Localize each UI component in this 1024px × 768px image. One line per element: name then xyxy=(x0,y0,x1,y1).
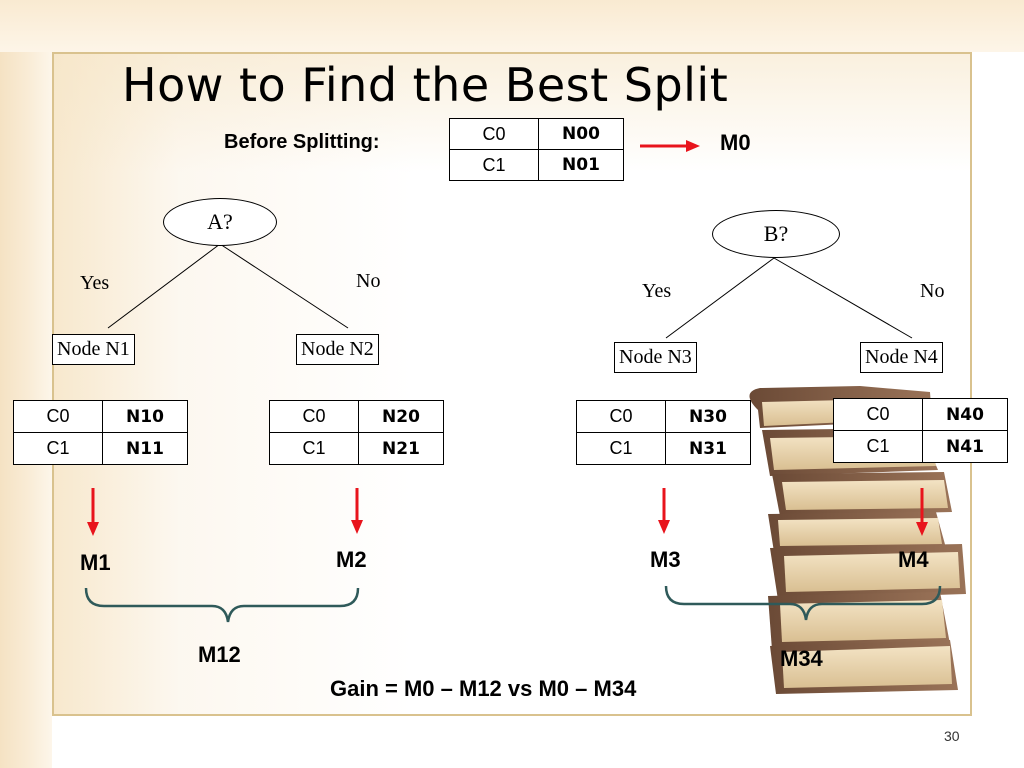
class-cell: C0 xyxy=(833,398,923,431)
split-a-no-label: No xyxy=(356,270,381,292)
edge-a-no xyxy=(219,243,349,329)
before-arrow-head xyxy=(686,140,700,152)
m4-label: M4 xyxy=(898,547,929,572)
table-row: C1 N11 xyxy=(13,432,188,465)
n3-count-table: C0 N30 C1 N31 xyxy=(576,400,751,465)
m1-label: M1 xyxy=(80,550,111,575)
node-n4: Node N4 xyxy=(860,342,943,373)
n1-count-table: C0 N10 C1 N11 xyxy=(13,400,188,465)
count-cell: N01 xyxy=(538,149,624,181)
m34-label: M34 xyxy=(780,646,823,671)
count-cell: N41 xyxy=(922,430,1008,463)
book-3 xyxy=(772,472,952,516)
book-5 xyxy=(770,544,966,600)
class-cell: C1 xyxy=(13,432,103,465)
split-b-yes-label: Yes xyxy=(642,280,672,302)
edge-b-yes xyxy=(665,257,775,339)
split-a-node: A? xyxy=(163,198,277,246)
top-decor-strip xyxy=(0,0,1024,52)
table-row: C0 N40 xyxy=(833,398,1008,431)
brace-m12 xyxy=(84,587,360,623)
table-row: C0 N00 xyxy=(449,118,624,150)
count-cell: N40 xyxy=(922,398,1008,431)
class-cell: C0 xyxy=(269,400,359,433)
count-cell: N11 xyxy=(102,432,188,465)
edge-a-yes xyxy=(107,243,221,329)
table-row: C1 N01 xyxy=(449,149,624,181)
table-row: C1 N31 xyxy=(576,432,751,465)
parent-count-table: C0 N00 C1 N01 xyxy=(449,118,624,181)
table-row: C1 N41 xyxy=(833,430,1008,463)
class-cell: C1 xyxy=(576,432,666,465)
class-cell: C0 xyxy=(576,400,666,433)
count-cell: N20 xyxy=(358,400,444,433)
split-b-node: B? xyxy=(712,210,840,258)
arrow-n3 xyxy=(658,488,670,534)
count-cell: N21 xyxy=(358,432,444,465)
brace-m34 xyxy=(664,585,942,621)
slide-title: How to Find the Best Split xyxy=(122,58,729,112)
n4-count-table: C0 N40 C1 N41 xyxy=(833,398,1008,463)
page-number: 30 xyxy=(944,728,960,744)
split-b-no-label: No xyxy=(920,280,945,302)
split-a-yes-label: Yes xyxy=(80,272,110,294)
table-row: C0 N20 xyxy=(269,400,444,433)
arrow-n1 xyxy=(87,488,99,536)
count-cell: N31 xyxy=(665,432,751,465)
book-4 xyxy=(768,512,946,552)
left-decor-strip xyxy=(0,0,52,768)
m2-label: M2 xyxy=(336,547,367,572)
class-cell: C1 xyxy=(833,430,923,463)
table-row: C0 N30 xyxy=(576,400,751,433)
book-7 xyxy=(770,640,958,694)
n2-count-table: C0 N20 C1 N21 xyxy=(269,400,444,465)
m0-label: M0 xyxy=(720,130,751,155)
edge-b-no xyxy=(773,257,913,339)
m12-label: M12 xyxy=(198,642,241,667)
arrow-n2 xyxy=(351,488,363,534)
table-row: C1 N21 xyxy=(269,432,444,465)
class-cell: C1 xyxy=(269,432,359,465)
node-n1: Node N1 xyxy=(52,334,135,365)
count-cell: N10 xyxy=(102,400,188,433)
arrow-n4 xyxy=(916,488,928,536)
m3-label: M3 xyxy=(650,547,681,572)
table-row: C0 N10 xyxy=(13,400,188,433)
count-cell: N30 xyxy=(665,400,751,433)
node-n2: Node N2 xyxy=(296,334,379,365)
class-cell: C1 xyxy=(449,149,539,181)
class-cell: C0 xyxy=(13,400,103,433)
before-splitting-label: Before Splitting: xyxy=(224,131,380,153)
slide-frame xyxy=(52,52,972,716)
node-n3: Node N3 xyxy=(614,342,697,373)
count-cell: N00 xyxy=(538,118,624,150)
gain-formula: Gain = M0 – M12 vs M0 – M34 xyxy=(330,676,637,701)
